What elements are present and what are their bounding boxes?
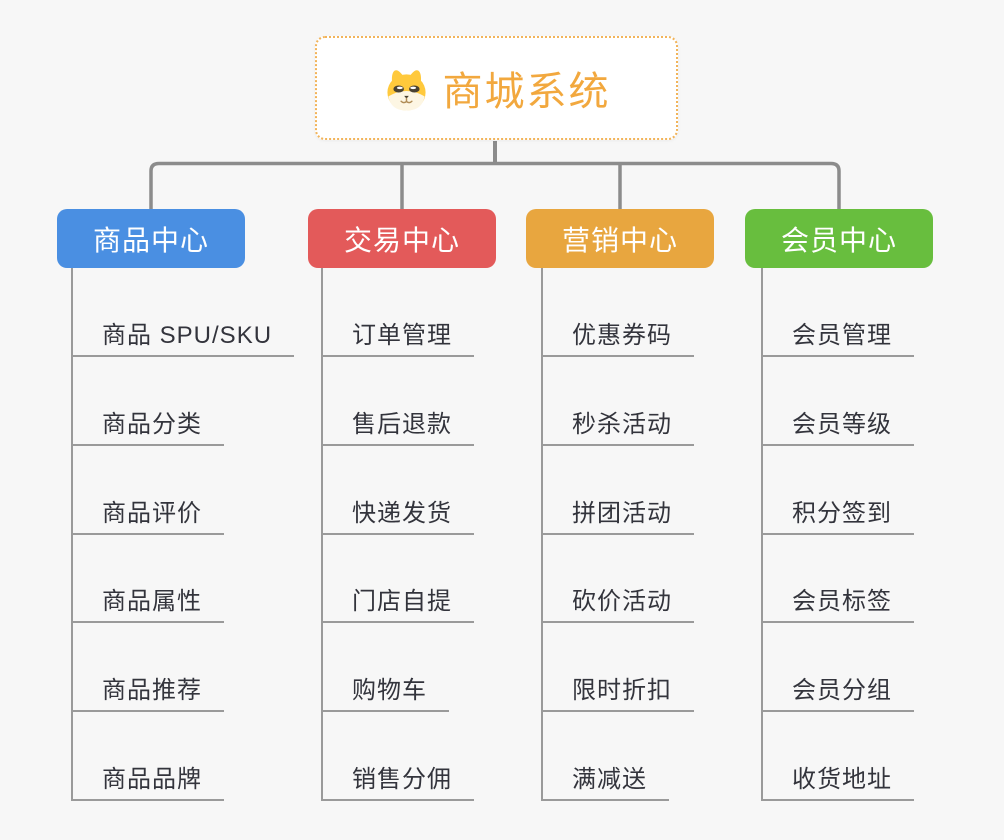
leaf-topic[interactable]: 积分签到 xyxy=(761,493,914,535)
dog-face-icon xyxy=(386,69,426,111)
branch-topic-product-center[interactable]: 商品中心 xyxy=(57,209,245,268)
leaf-topic[interactable]: 砍价活动 xyxy=(541,581,694,623)
leaf-topic[interactable]: 限时折扣 xyxy=(541,670,694,712)
leaf-topic[interactable]: 快递发货 xyxy=(321,493,474,535)
leaf-topic[interactable]: 商品推荐 xyxy=(71,670,224,712)
leaf-topic[interactable]: 购物车 xyxy=(321,670,449,712)
leaf-topic[interactable]: 订单管理 xyxy=(321,315,474,357)
root-topic[interactable]: 商城系统 xyxy=(315,36,678,140)
leaf-topic[interactable]: 商品品牌 xyxy=(71,759,224,801)
leaf-topic[interactable]: 销售分佣 xyxy=(321,759,474,801)
leaf-topic[interactable]: 商品评价 xyxy=(71,493,224,535)
leaf-topic[interactable]: 收货地址 xyxy=(761,759,914,801)
leaf-topic[interactable]: 商品分类 xyxy=(71,404,224,446)
leaf-topic[interactable]: 售后退款 xyxy=(321,404,474,446)
leaf-topic[interactable]: 满减送 xyxy=(541,759,669,801)
leaf-topic[interactable]: 拼团活动 xyxy=(541,493,694,535)
root-topic-title: 商城系统 xyxy=(442,70,611,114)
leaf-topic[interactable]: 门店自提 xyxy=(321,581,474,623)
branch-topic-trade-center[interactable]: 交易中心 xyxy=(308,209,496,268)
leaf-topic[interactable]: 商品属性 xyxy=(71,581,224,623)
leaf-topic[interactable]: 秒杀活动 xyxy=(541,404,694,446)
leaf-topic[interactable]: 会员标签 xyxy=(761,581,914,623)
branch-topic-member-center[interactable]: 会员中心 xyxy=(745,209,933,268)
leaf-topic[interactable]: 会员等级 xyxy=(761,404,914,446)
leaf-topic[interactable]: 会员分组 xyxy=(761,670,914,712)
leaf-topic[interactable]: 会员管理 xyxy=(761,315,914,357)
leaf-topic[interactable]: 优惠券码 xyxy=(541,315,694,357)
branch-topic-marketing-center[interactable]: 营销中心 xyxy=(526,209,714,268)
leaf-topic[interactable]: 商品 SPU/SKU xyxy=(71,315,295,357)
